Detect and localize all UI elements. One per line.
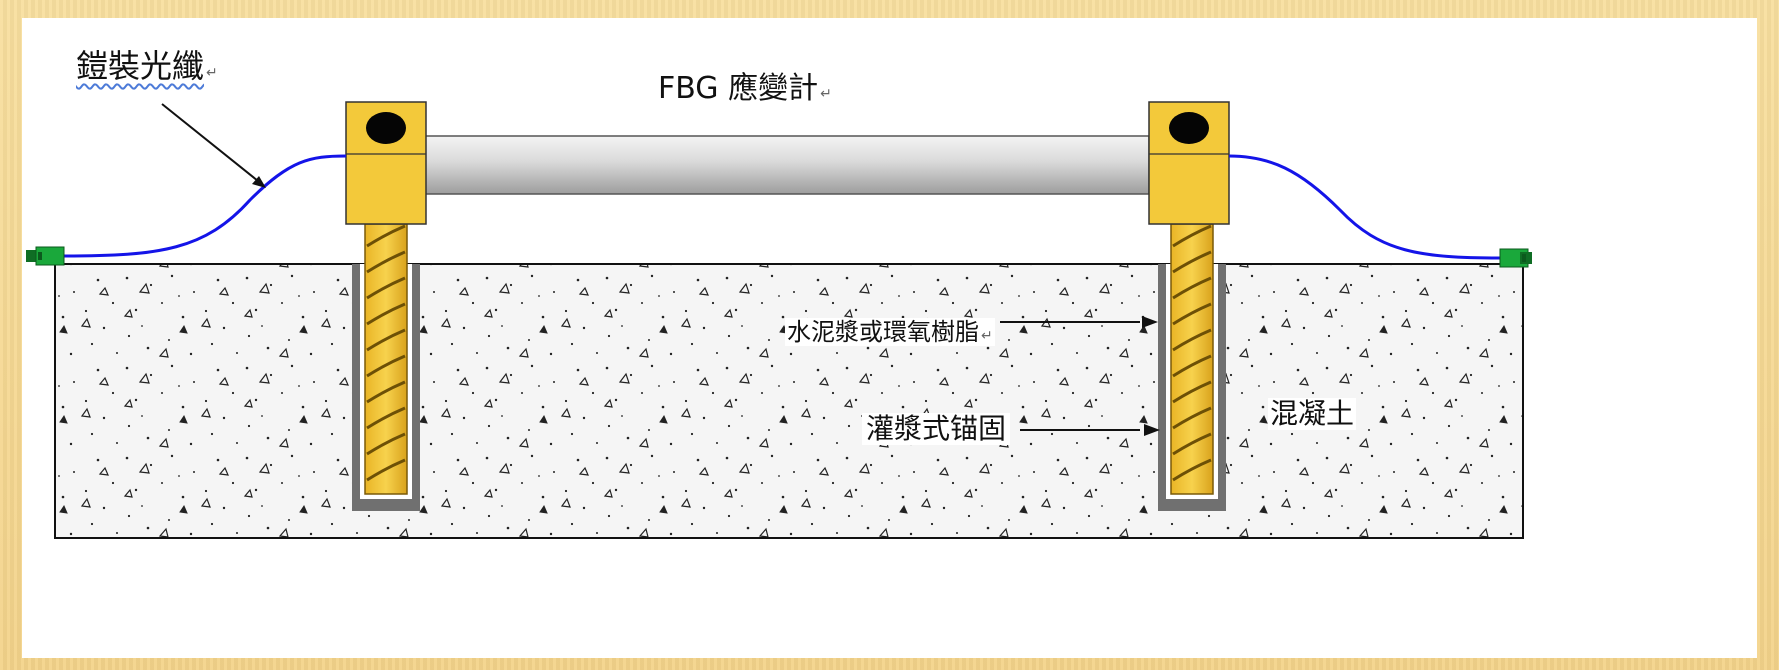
label-armored-fiber-text: 鎧裝光纖 [76,47,205,85]
label-grout-text: 水泥漿或環氧樹脂 [787,318,979,346]
rebar-rib [366,328,406,352]
fiber-connector-left [26,246,65,266]
rebar-rib [366,354,406,378]
label-fbg-text: FBG 應變計 [658,71,819,106]
label-fbg-strain-gauge: FBG 應變計↵ [658,74,832,104]
rebar-rib [1172,328,1212,352]
return-mark: ↵ [981,328,993,344]
rebar-rib [1172,458,1212,482]
leader-grout [1000,316,1158,328]
anchor-rebar-right [1170,223,1214,495]
rebar-rib [366,380,406,404]
rebar-rib [1172,302,1212,326]
rebar-rib [1172,354,1212,378]
rebar-rib [366,224,406,248]
rebar-rib [1172,276,1212,300]
label-concrete: 混凝土 [1268,397,1357,430]
anchor-rebar-left [364,223,408,495]
leader-armored-fiber [161,103,266,188]
armored-fiber-right [1228,154,1501,260]
return-mark: ↵ [820,86,832,102]
mounting-bracket-left [345,101,427,225]
rebar-rib [1172,250,1212,274]
return-mark: ↵ [206,65,218,81]
rebar-rib [366,406,406,430]
label-anchor-text: 灌漿式锚固 [866,412,1007,445]
rebar-rib [366,302,406,326]
label-concrete-text: 混凝土 [1270,397,1355,430]
label-grout-or-epoxy: 水泥漿或環氧樹脂↵ [785,318,995,346]
rebar-rib [366,250,406,274]
rebar-rib [1172,406,1212,430]
mounting-bracket-right [1148,101,1230,225]
fbg-gauge-tube [424,135,1150,195]
rebar-rib [1172,432,1212,456]
fiber-connector-right [1499,248,1532,268]
rebar-rib [366,276,406,300]
rebar-rib [366,432,406,456]
armored-fiber-left [63,154,347,258]
rebar-rib [1172,380,1212,404]
rebar-rib [1172,224,1212,248]
label-grouted-anchor: 灌漿式锚固 [862,412,1011,445]
leader-anchor [1020,424,1160,436]
rebar-rib [366,458,406,482]
label-armored-fiber: 鎧裝光纖↵ [76,50,218,82]
